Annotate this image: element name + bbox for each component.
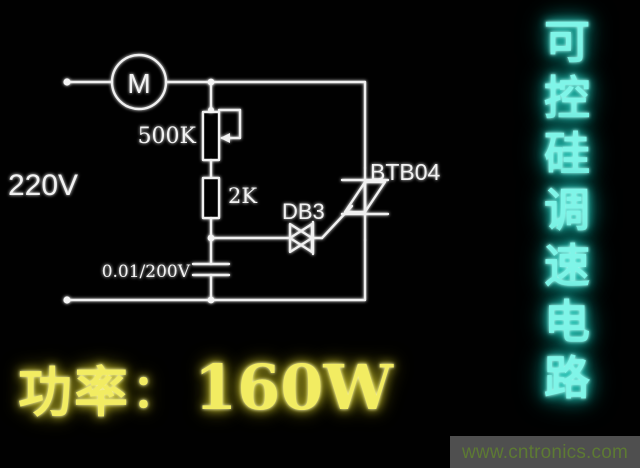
power-value: 160W — [194, 351, 394, 424]
resistor-label: 2K — [228, 184, 257, 208]
title-char-6: 路 — [544, 351, 590, 405]
pot-wiper-arrowhead — [220, 133, 230, 143]
diac-triangle-upper — [288, 222, 314, 254]
terminal-dot-top-left — [63, 78, 71, 86]
triac-triangle-right — [363, 180, 387, 214]
capacitor-label: 0.01/200V — [102, 262, 191, 282]
potentiometer-body — [201, 110, 221, 162]
watermark-bar — [450, 436, 640, 468]
junction-dot-gate — [207, 234, 215, 242]
junction-dot-bottom — [207, 296, 215, 304]
motor-label: M — [127, 68, 150, 99]
vertical-title: 可 控 硅 调 速 电 路 — [512, 0, 622, 406]
resistor-2k-body — [201, 176, 221, 220]
potentiometer-label: 500K — [138, 124, 197, 149]
triac-gate-lead — [320, 204, 354, 240]
power-caption: 功率 ： 160W — [18, 348, 393, 427]
power-colon: ： — [132, 363, 178, 418]
source-voltage-label: 220V — [8, 169, 78, 202]
title-char-0: 可 — [544, 15, 590, 69]
diac-triangle-lower — [288, 222, 314, 254]
triac-triangle-left — [343, 180, 367, 214]
title-char-1: 控 — [544, 71, 590, 125]
title-char-5: 电 — [544, 295, 590, 349]
watermark-text: www.cntronics.com — [462, 442, 628, 463]
triac-label: BTB04 — [370, 159, 441, 185]
power-label: 功率 — [18, 360, 130, 424]
title-char-2: 硅 — [544, 127, 590, 181]
junction-dot-pot-top — [208, 107, 214, 113]
terminal-dot-bottom-left — [63, 296, 71, 304]
junction-dot-top — [207, 78, 215, 86]
motor-symbol — [110, 53, 168, 111]
title-char-3: 调 — [544, 183, 590, 237]
diac-label: DB3 — [282, 199, 325, 224]
title-char-4: 速 — [544, 239, 590, 293]
